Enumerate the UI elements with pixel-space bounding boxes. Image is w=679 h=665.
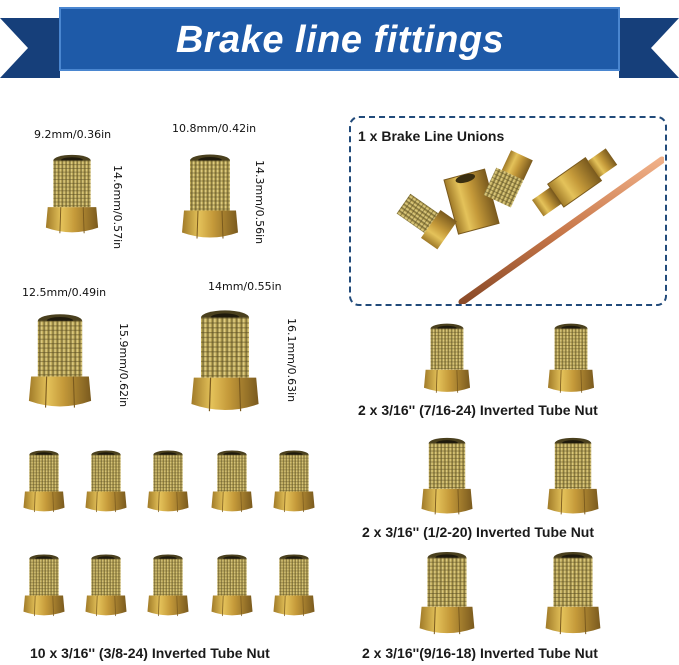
small-nut-grid (20, 446, 330, 626)
caption-7-16-nut: 2 x 3/16'' (7/16-24) Inverted Tube Nut (358, 402, 598, 418)
dim-width-label: 9.2mm/0.36in (34, 128, 112, 141)
fitting-image (414, 550, 480, 638)
fitting-image (184, 308, 266, 416)
fitting-image (540, 550, 606, 638)
fitting-image (180, 150, 240, 245)
dim-width-label: 12.5mm/0.49in (22, 286, 107, 299)
fitting-image (24, 312, 96, 412)
caption-3-8-nut: 10 x 3/16'' (3/8-24) Inverted Tube Nut (30, 645, 270, 661)
dim-height-label: 15.9mm/0.62in (117, 323, 130, 408)
dim-height-label: 16.1mm/0.63in (285, 318, 298, 403)
fitting-image (542, 436, 604, 518)
brake-line-union-image (352, 140, 664, 304)
fitting-image (44, 150, 100, 240)
fitting-image (422, 322, 472, 396)
caption-9-16-nut: 2 x 3/16''(9/16-18) Inverted Tube Nut (362, 645, 598, 661)
fitting-image (546, 322, 596, 396)
title-banner (0, 0, 679, 90)
dim-width-label: 14mm/0.55in (208, 280, 282, 293)
union-label: 1 x Brake Line Unions (358, 128, 505, 144)
fitting-image (416, 436, 478, 518)
dim-width-label: 10.8mm/0.42in (172, 122, 257, 135)
caption-1-2-nut: 2 x 3/16'' (1/2-20) Inverted Tube Nut (362, 524, 595, 540)
dim-height-label: 14.3mm/0.56in (253, 160, 266, 245)
union-box (349, 116, 667, 306)
dim-height-label: 14.6mm/0.57in (111, 165, 124, 250)
page-title: Brake line fittings (175, 18, 505, 61)
